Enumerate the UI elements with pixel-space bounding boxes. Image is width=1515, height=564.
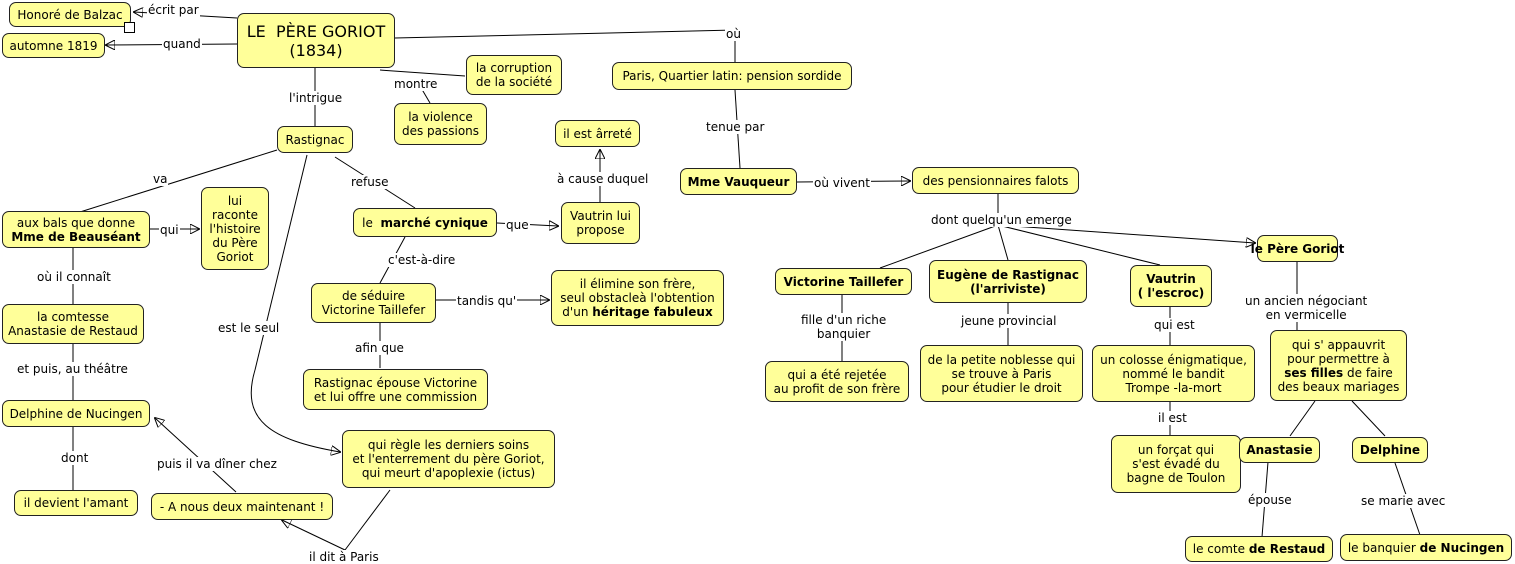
marche-bold: marché cynique <box>380 215 488 230</box>
node-soins[interactable]: qui règle les derniers soins et l'enterr… <box>342 430 555 488</box>
label-est-seul: est le seul <box>217 321 281 335</box>
node-author[interactable]: Honoré de Balzac <box>9 2 131 27</box>
node-rastignac[interactable]: Rastignac <box>277 126 353 153</box>
restaud-pre: le comte <box>1192 542 1249 556</box>
node-delphine-right[interactable]: Delphine <box>1352 437 1428 463</box>
hyperlink-icon[interactable] <box>124 22 135 33</box>
node-corruption[interactable]: la corruption de la société <box>466 55 562 95</box>
bals-line1: aux bals que donne <box>16 215 136 230</box>
label-tenue-par: tenue par <box>705 120 766 134</box>
node-date[interactable]: automne 1819 <box>2 33 105 58</box>
appauvrit-line4: des beaux mariages <box>1277 379 1400 394</box>
node-vautrin-escroc[interactable]: Vautrin ( l'escroc) <box>1130 265 1212 307</box>
elimine-line3-bold: héritage fabuleux <box>592 305 713 319</box>
node-victorine-taillefer[interactable]: Victorine Taillefer <box>775 268 912 295</box>
node-vautrin-propose[interactable]: Vautrin lui propose <box>561 202 640 244</box>
label-cest-a-dire: c'est-à-dire <box>387 253 457 267</box>
node-rejetee[interactable]: qui a été rejetée au profit de son frère <box>765 361 909 402</box>
label-marie-avec: se marie avec <box>1360 494 1447 508</box>
node-pere-goriot[interactable]: le Père Goriot <box>1251 235 1344 262</box>
label-connait: où il connaît <box>36 270 112 284</box>
label-epouse: épouse <box>1247 493 1293 507</box>
node-title[interactable]: LE PÈRE GORIOT (1834) <box>237 13 395 68</box>
label-dont: dont <box>60 451 90 465</box>
node-comtesse[interactable]: la comtesse Anastasie de Restaud <box>2 304 144 344</box>
node-epouse-victorine[interactable]: Rastignac épouse Victorine et lui offre … <box>303 369 488 410</box>
node-appauvrit[interactable]: qui s' appauvrit pour permettre à ses fi… <box>1270 330 1407 401</box>
label-jeune-provincial: jeune provincial <box>960 314 1058 328</box>
bals-line2: Mme de Beauséant <box>11 229 141 244</box>
elimine-line2: seul obstacleà l'obtention <box>560 291 715 305</box>
node-nucingen[interactable]: le banquier de Nucingen <box>1340 534 1512 561</box>
label-tandis: tandis qu' <box>456 294 518 308</box>
label-afin-que: afin que <box>354 341 405 355</box>
label-qui: qui <box>159 223 180 237</box>
node-forcat[interactable]: un forçat qui s'est évadé du bagne de To… <box>1111 435 1241 493</box>
node-restaud[interactable]: le comte de Restaud <box>1185 536 1333 562</box>
node-marche[interactable]: le marché cynique <box>353 208 497 237</box>
label-dit-paris: il dit à Paris <box>308 550 380 564</box>
node-delphine[interactable]: Delphine de Nucingen <box>2 400 150 427</box>
node-a-nous[interactable]: - A nous deux maintenant ! <box>151 493 333 520</box>
label-ou: où <box>725 27 742 41</box>
elimine-line3-pre: d'un <box>562 305 593 319</box>
label-cause: à cause duquel <box>556 172 650 186</box>
node-anastasie[interactable]: Anastasie <box>1239 437 1320 463</box>
node-amant[interactable]: il devient l'amant <box>14 490 138 516</box>
appauvrit-line3-bold: ses filles <box>1284 365 1344 380</box>
node-pensionnaires[interactable]: des pensionnaires falots <box>912 167 1079 194</box>
nucingen-pre: le banquier <box>1347 540 1420 555</box>
label-refuse: refuse <box>350 175 390 189</box>
label-quand: quand <box>162 37 202 51</box>
label-va: va <box>152 172 169 186</box>
restaud-bold: de Restaud <box>1248 542 1326 556</box>
label-que: que <box>505 218 530 232</box>
node-place[interactable]: Paris, Quartier latin: pension sordide <box>612 62 852 90</box>
label-il-est: il est <box>1157 411 1188 425</box>
node-vauquer[interactable]: Mme Vauqueur <box>680 168 797 195</box>
node-eugene[interactable]: Eugène de Rastignac (l'arriviste) <box>929 260 1087 303</box>
nucingen-bold: de Nucingen <box>1419 540 1505 555</box>
label-montre: montre <box>393 77 439 91</box>
node-arrete[interactable]: il est ârreté <box>555 120 640 147</box>
label-intrigue: l'intrigue <box>288 91 344 105</box>
marche-pre: le <box>362 215 381 230</box>
node-violence[interactable]: la violence des passions <box>394 103 487 145</box>
label-ecrit-par: écrit par <box>147 3 200 17</box>
label-fille-banquier: fille d'un riche banquier <box>800 313 888 341</box>
label-theatre: et puis, au théâtre <box>16 362 129 376</box>
label-dont-emerge: dont quelqu'un emerge <box>930 213 1073 227</box>
label-negociant: un ancien négociant en vermicelle <box>1244 294 1369 322</box>
appauvrit-line1: qui s' appauvrit <box>1291 337 1386 352</box>
label-ou-vivent: où vivent <box>813 176 871 190</box>
label-qui-est: qui est <box>1153 318 1196 332</box>
node-bals[interactable]: aux bals que donne Mme de Beauséant <box>2 211 150 248</box>
elimine-line1: il élimine son frère, <box>579 277 696 291</box>
appauvrit-line2: pour permettre à <box>1287 351 1390 366</box>
node-petite-noblesse[interactable]: de la petite noblesse qui se trouve à Pa… <box>920 345 1083 402</box>
node-elimine[interactable]: il élimine son frère, seul obstacleà l'o… <box>551 270 724 326</box>
node-colosse[interactable]: un colosse énigmatique, nommé le bandit … <box>1092 345 1255 402</box>
node-raconte[interactable]: lui raconte l'histoire du Père Goriot <box>201 187 269 270</box>
label-diner: puis il va dîner chez <box>156 457 278 471</box>
appauvrit-line3-post: de faire <box>1343 365 1393 380</box>
node-seduire[interactable]: de séduire Victorine Taillefer <box>311 283 436 323</box>
